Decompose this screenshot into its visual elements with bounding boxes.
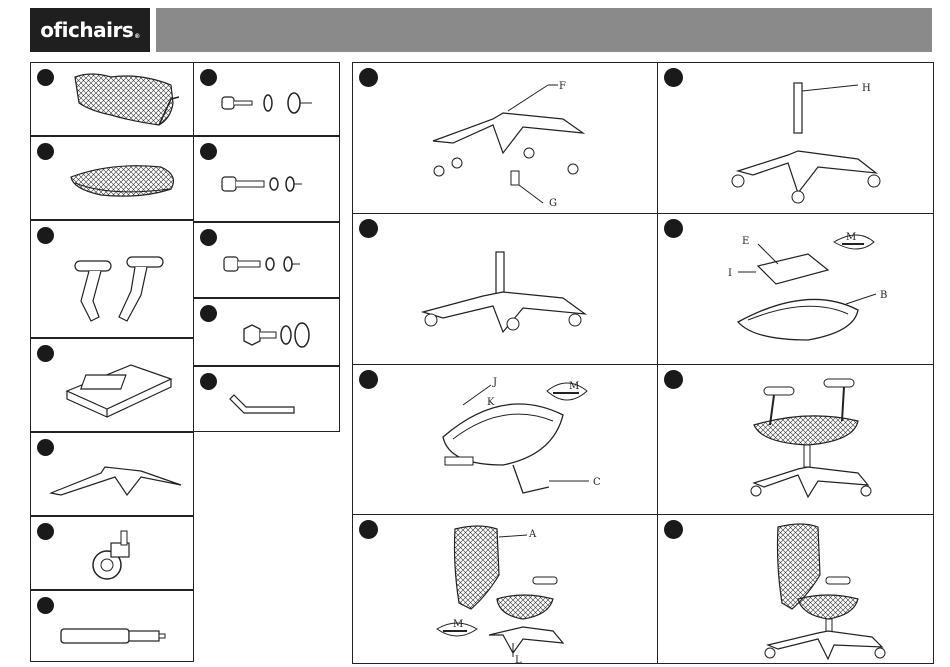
label-h: H bbox=[862, 83, 871, 94]
bolt-washer-set-icon bbox=[194, 63, 341, 137]
step-3-panel bbox=[352, 213, 658, 365]
label-m: M bbox=[846, 232, 856, 243]
brand-name: ofichairs bbox=[40, 18, 133, 42]
brand-logo: ofichairs® bbox=[30, 8, 150, 52]
label-k: K bbox=[487, 397, 495, 408]
label-m-2: M bbox=[569, 381, 579, 392]
star-base-icon bbox=[31, 433, 195, 517]
part-bolt-set-3 bbox=[193, 222, 340, 298]
label-f: F bbox=[559, 81, 566, 92]
label-j: J bbox=[492, 377, 497, 388]
label-b: B bbox=[880, 290, 887, 301]
step-1-panel: F G bbox=[352, 62, 658, 214]
part-seat bbox=[30, 136, 194, 220]
label-i: I bbox=[728, 268, 732, 279]
base-assembly-diagram: F G bbox=[353, 63, 659, 215]
mechanism-to-seat-diagram: E I B M bbox=[658, 214, 935, 366]
finished-chair-diagram bbox=[658, 515, 935, 665]
part-gas-lift bbox=[30, 590, 194, 662]
part-bolt-set-2 bbox=[193, 136, 340, 222]
part-nut-set bbox=[193, 298, 340, 366]
part-star-base bbox=[30, 432, 194, 516]
part-mechanism bbox=[30, 338, 194, 432]
label-g: G bbox=[549, 198, 557, 209]
label-l: L bbox=[515, 655, 522, 666]
backrest-attachment-diagram: A L M bbox=[353, 515, 659, 665]
bolt-washer-set-icon bbox=[194, 223, 341, 299]
backrest-mesh-icon bbox=[31, 63, 195, 137]
seat-mesh-icon bbox=[31, 137, 195, 221]
step-5-panel: C J K M bbox=[352, 364, 658, 515]
seat-with-arms-diagram bbox=[658, 365, 935, 516]
label-m-3: M bbox=[453, 619, 463, 630]
part-caster bbox=[30, 516, 194, 590]
bolt-washer-set-icon bbox=[194, 137, 341, 223]
caster-wheel-icon bbox=[31, 517, 195, 591]
label-e: E bbox=[742, 236, 749, 247]
brand-mark: ® bbox=[134, 33, 140, 40]
part-bolt-set-1 bbox=[193, 62, 340, 136]
part-backrest bbox=[30, 62, 194, 136]
mechanism-plate-icon bbox=[31, 339, 195, 433]
step-4-panel: E I B M bbox=[657, 213, 934, 365]
gas-lift-diagram: H bbox=[658, 63, 935, 215]
step-6-panel bbox=[657, 364, 934, 515]
part-armrests bbox=[30, 220, 194, 338]
step-7-panel: A L M bbox=[352, 514, 658, 664]
header-banner bbox=[156, 8, 932, 52]
bolt-washer-set-icon bbox=[194, 299, 341, 367]
step-2-panel: H bbox=[657, 62, 934, 214]
armrest-attachment-diagram: C J K M bbox=[353, 365, 659, 516]
base-with-cylinder-diagram bbox=[353, 214, 659, 366]
step-8-panel bbox=[657, 514, 934, 664]
hex-key-icon bbox=[194, 367, 341, 433]
part-allen-key bbox=[193, 366, 340, 432]
gas-cylinder-icon bbox=[31, 591, 195, 663]
label-a: A bbox=[528, 529, 537, 540]
armrests-icon bbox=[31, 221, 195, 339]
label-c: C bbox=[593, 477, 601, 488]
